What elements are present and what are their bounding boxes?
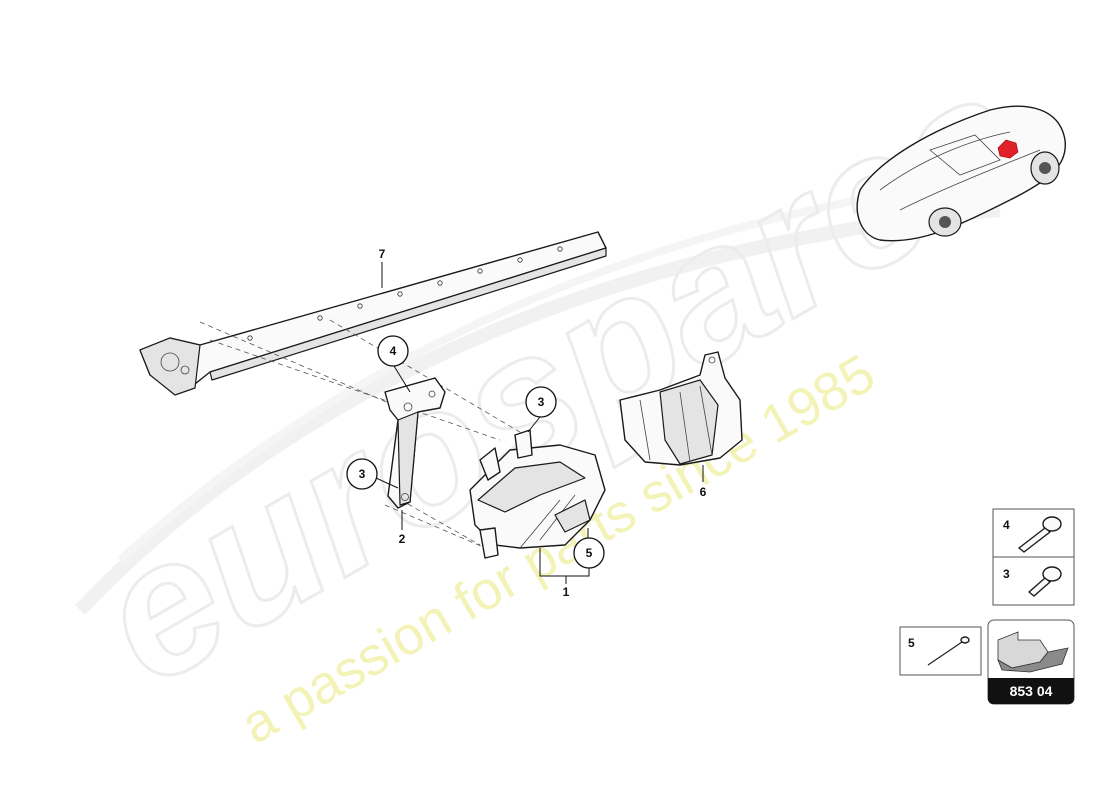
fastener-legend-rivet: 5 — [899, 626, 982, 676]
assembly-lines — [199, 319, 531, 553]
label-part-7: 7 — [379, 247, 386, 261]
car-thumbnail-icon — [856, 105, 1066, 242]
legend-label-4: 4 — [1003, 518, 1010, 532]
callout-6: 6 — [700, 465, 707, 499]
callout-7: 7 — [379, 247, 386, 288]
callout-1: 1 — [539, 548, 590, 599]
callout-3-right: 3 — [525, 386, 557, 433]
part-1-housing — [469, 429, 606, 559]
label-part-6: 6 — [700, 485, 707, 499]
legend-label-3: 3 — [1003, 567, 1010, 581]
part-2-bracket — [384, 377, 446, 509]
highlight-marker — [997, 139, 1019, 159]
label-part-1: 1 — [563, 585, 570, 599]
callout-4: 4 — [377, 335, 411, 393]
part-7-rail — [139, 231, 607, 396]
label-part-2: 2 — [399, 532, 406, 546]
bolt-short-icon — [1028, 566, 1062, 597]
callout-5: 5 — [573, 528, 605, 569]
label-part-4: 4 — [390, 344, 397, 358]
label-part-3-right: 3 — [538, 395, 545, 409]
rivet-icon — [927, 636, 970, 666]
label-part-5: 5 — [586, 546, 593, 560]
legend-label-5: 5 — [908, 636, 915, 650]
callout-3-left: 3 — [346, 458, 399, 490]
group-badge: 853 04 — [987, 619, 1075, 705]
part-6-cover — [619, 351, 743, 466]
arrow-block-icon — [997, 631, 1069, 673]
bolt-icon — [1018, 516, 1062, 553]
callout-2: 2 — [399, 510, 406, 546]
fastener-legend-bolts: 4 3 — [992, 508, 1075, 606]
label-part-3-left: 3 — [359, 467, 366, 481]
group-code: 853 04 — [1010, 683, 1053, 699]
